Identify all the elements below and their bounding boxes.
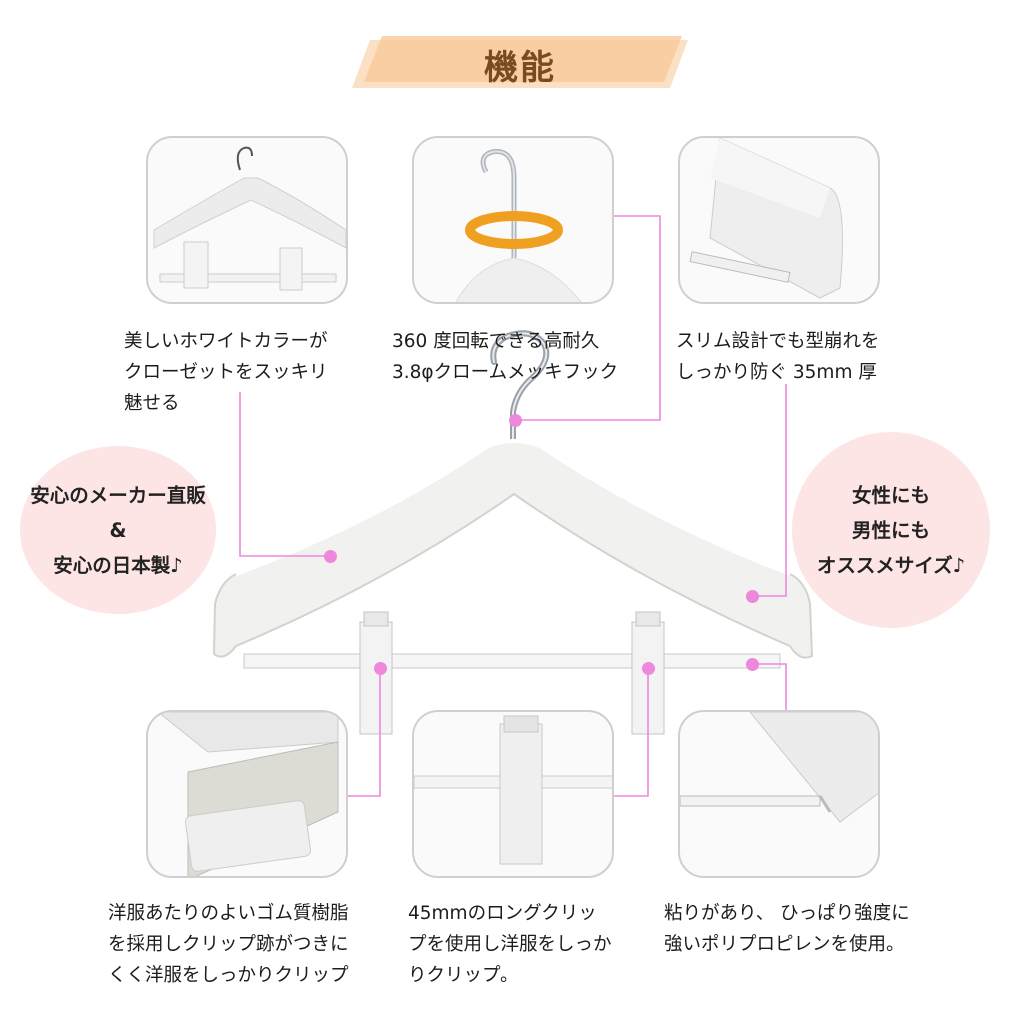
indicator-dot xyxy=(642,662,655,675)
bubble-line: & xyxy=(109,518,127,542)
indicator-dot xyxy=(374,662,387,675)
rotation-arrow-icon xyxy=(465,211,563,249)
photo-hanger-overview xyxy=(146,136,348,304)
page-title: 機能 xyxy=(484,48,556,88)
caption-white-color: 美しいホワイトカラーが クローゼットをスッキリ 魅せる xyxy=(124,331,328,414)
caption-thickness: スリム設計でも型崩れを しっかり防ぐ 35mm 厚 xyxy=(676,331,880,383)
bubble-line: 男性にも xyxy=(851,518,930,542)
caption-rubber: 洋服あたりのよいゴム質樹脂 を採用しクリップ跡がつきに くく洋服をしっかりクリッ… xyxy=(108,903,349,986)
photo-long-clip xyxy=(412,710,614,878)
bubble-line: 女性にも xyxy=(851,483,930,507)
bubble-line: オススメサイズ♪ xyxy=(816,553,966,577)
caption-long-clip: 45mmのロングクリッ プを使用し洋服をしっか りクリップ。 xyxy=(408,903,612,986)
indicator-dot xyxy=(746,590,759,603)
photo-polypropylene xyxy=(678,710,880,878)
photo-rubber-clip xyxy=(146,710,348,878)
bubble-recommended-size: 女性にも 男性にも オススメサイズ♪ xyxy=(792,432,990,628)
bubble-line: 安心の日本製♪ xyxy=(53,553,183,577)
indicator-dot xyxy=(324,550,337,563)
photo-hook xyxy=(412,136,614,304)
bubble-line: 安心のメーカー直販 xyxy=(30,483,206,507)
indicator-dot xyxy=(509,414,522,427)
photo-thickness xyxy=(678,136,880,304)
caption-polypropylene: 粘りがあり、 ひっぱり強度に 強いポリプロピレンを使用。 xyxy=(664,903,910,955)
indicator-dot xyxy=(746,658,759,671)
bubble-maker-direct: 安心のメーカー直販 & 安心の日本製♪ xyxy=(20,446,216,614)
title-banner xyxy=(352,36,688,88)
caption-hook: 360 度回転できる高耐久 3.8φクロームメッキフック xyxy=(392,331,619,383)
